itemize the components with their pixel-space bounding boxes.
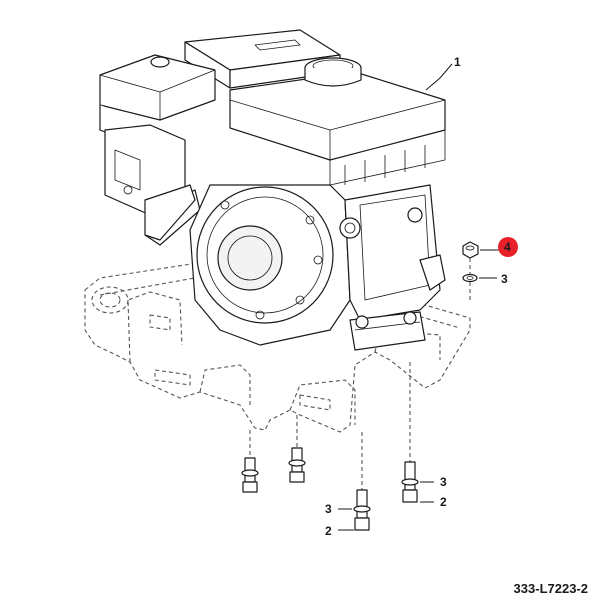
callout-bolt-mid-washer: 3 bbox=[325, 502, 332, 516]
bolt-center bbox=[353, 432, 371, 531]
callout-nut: 4 bbox=[504, 240, 511, 254]
callout-bolt-right-bolt: 2 bbox=[440, 495, 447, 509]
bolt-left bbox=[241, 430, 259, 493]
bolt-center-left bbox=[288, 415, 306, 483]
leader-lines bbox=[338, 63, 500, 531]
drawing-reference-code: 333-L7223-2 bbox=[513, 581, 588, 596]
hex-nut bbox=[462, 241, 479, 259]
callout-highlight-circle bbox=[498, 237, 518, 257]
callout-bolt-mid-bolt: 2 bbox=[325, 524, 332, 538]
flat-washer bbox=[462, 273, 478, 283]
callout-washer-right: 3 bbox=[501, 272, 508, 286]
bolt-right bbox=[401, 362, 419, 503]
callout-bolt-right-washer: 3 bbox=[440, 475, 447, 489]
engine bbox=[99, 29, 446, 351]
callout-engine: 1 bbox=[454, 55, 461, 69]
